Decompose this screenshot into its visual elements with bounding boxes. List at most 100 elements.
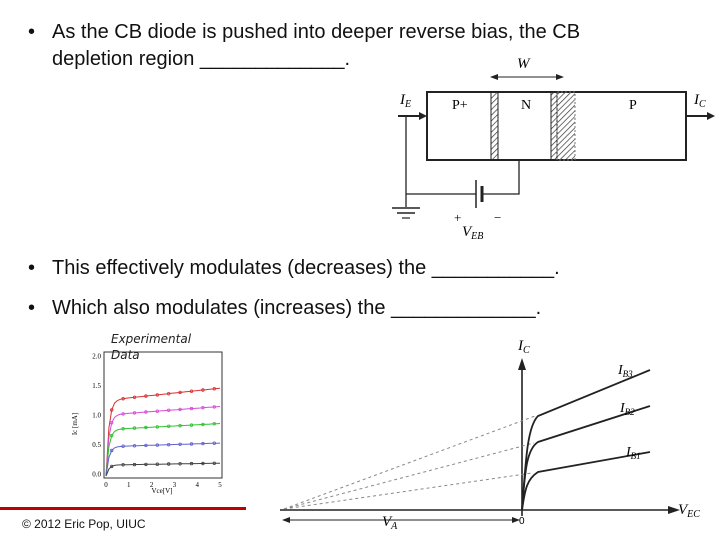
battery-plus-sign: + [454,210,461,225]
ib2-curve [521,405,651,511]
exp-series-marker [166,462,171,466]
ib1-label: IB1 [625,445,641,461]
exp-series-marker [166,392,171,396]
copyright-text: © 2012 Eric Pop, UIUC [22,517,146,531]
exp-series-marker [212,405,216,409]
bullet-depletion-region: • As the CB diode is pushed into deeper … [28,20,708,72]
exp-y-tick-label: 0.0 [92,471,101,479]
exp-series-marker [178,390,182,395]
exp-series-marker [155,443,159,447]
experimental-label-line-2: Data [111,348,140,362]
exp-series-marker [201,388,205,392]
bullet-text: Which also modulates (increases) the ___… [52,297,542,319]
exp-series-marker [110,408,114,412]
va-arrow-right-head [512,517,520,523]
experimental-label-line-1: Experimental [111,332,192,346]
bullet-modulates-decreases: • This effectively modulates (decreases)… [28,256,708,282]
ib3-curve [521,369,651,511]
exp-series-marker [155,393,159,397]
exp-series-marker [121,427,125,431]
bullet-modulates-increases: • Which also modulates (increases) the _… [28,296,708,322]
va-arrow-left-head [282,517,290,523]
bullet-text-line-1: As the CB diode is pushed into deeper re… [52,21,581,43]
exp-series-marker [166,424,171,428]
exp-series-marker [144,394,148,398]
exp-x-tick-label: 0 [104,481,108,489]
exp-series-marker [201,441,205,446]
exp-series-marker [121,444,125,448]
exp-series-line [105,423,221,477]
va-label: VA [382,514,398,532]
exp-series-marker [189,461,194,466]
bullet-symbol: • [28,297,36,319]
exp-series-line [105,406,221,477]
exp-series-marker [201,422,205,427]
exp-series-marker [144,425,148,430]
region-n-label: N [521,98,531,113]
width-arrow-left-head [490,74,498,80]
exp-series-group [105,387,221,477]
ib2-label: IB2 [619,401,635,417]
ic-y-axis-arrow-head [518,358,526,370]
exp-x-tick-label: 3 [173,481,177,489]
exp-series-marker [178,407,182,412]
origin-label: 0 [519,516,525,527]
region-p-label: P [629,98,637,113]
vec-axis-label: VEC [678,502,700,520]
exp-series-marker [132,395,137,399]
exp-x-tick-label: 4 [195,481,199,489]
exp-series-marker [132,411,137,415]
exp-series-marker [144,462,148,467]
exp-series-marker [110,448,114,453]
exp-series-marker [201,405,205,410]
vec-x-axis-arrow-head [668,506,680,514]
exp-series-marker [121,397,125,401]
exp-y-tick-label: 0.5 [92,441,101,449]
exp-plot-frame [103,351,223,479]
exp-series-marker [155,425,159,429]
exp-y-tick-label: 1.0 [92,412,101,420]
exp-series-line [105,442,221,477]
exp-series-marker [166,442,171,447]
exp-series-marker [189,442,194,446]
exp-series-marker [155,409,159,413]
veb-label: VEB [462,224,483,242]
depletion-region-collector-wide [556,91,576,161]
depletion-region-emitter [490,91,499,161]
exp-series-line [105,462,220,477]
collector-current-arrow-head [707,112,715,120]
exp-series-marker [110,433,114,438]
exp-series-marker [212,461,216,465]
exp-series-marker [144,443,148,448]
width-arrow-right-head [556,74,564,80]
exp-series-marker [201,461,205,466]
exp-x-tick-label: 1 [127,481,131,489]
exp-series-marker [110,421,114,425]
ib3-label: IB3 [617,363,633,379]
exp-series-marker [166,408,171,412]
exp-series-marker [212,422,216,426]
exp-series-marker [132,444,137,448]
bullet-text: This effectively modulates (decreases) t… [52,257,560,279]
exp-series-marker [189,406,194,411]
exp-x-tick-label: 5 [218,481,222,489]
exp-series-marker [189,423,194,427]
exp-x-tick-label: 2 [150,481,154,489]
bullet-text-line-2: depletion region _____________. [52,48,351,70]
emitter-current-arrow-head [419,112,427,120]
exp-series-marker [178,462,182,466]
region-p-plus-label: P+ [452,98,468,113]
ib3-extrapolation [283,415,536,510]
battery-minus-sign: − [494,210,501,225]
bullet-symbol: • [28,21,36,43]
exp-y-axis-label: Ic [mA] [71,413,79,435]
exp-series-marker [212,441,216,445]
exp-x-axis-label: Vce[V] [152,487,173,495]
collector-current-label: IC [693,92,706,110]
footer-red-rule [0,507,246,510]
exp-series-marker [189,389,194,393]
pnp-transistor-diagram: W P+ N P IE IC + − VEB [392,56,715,242]
exp-series-marker [132,426,137,430]
early-effect-plot: IC VEC VA 0 IB3 IB2 IB1 [280,338,700,532]
